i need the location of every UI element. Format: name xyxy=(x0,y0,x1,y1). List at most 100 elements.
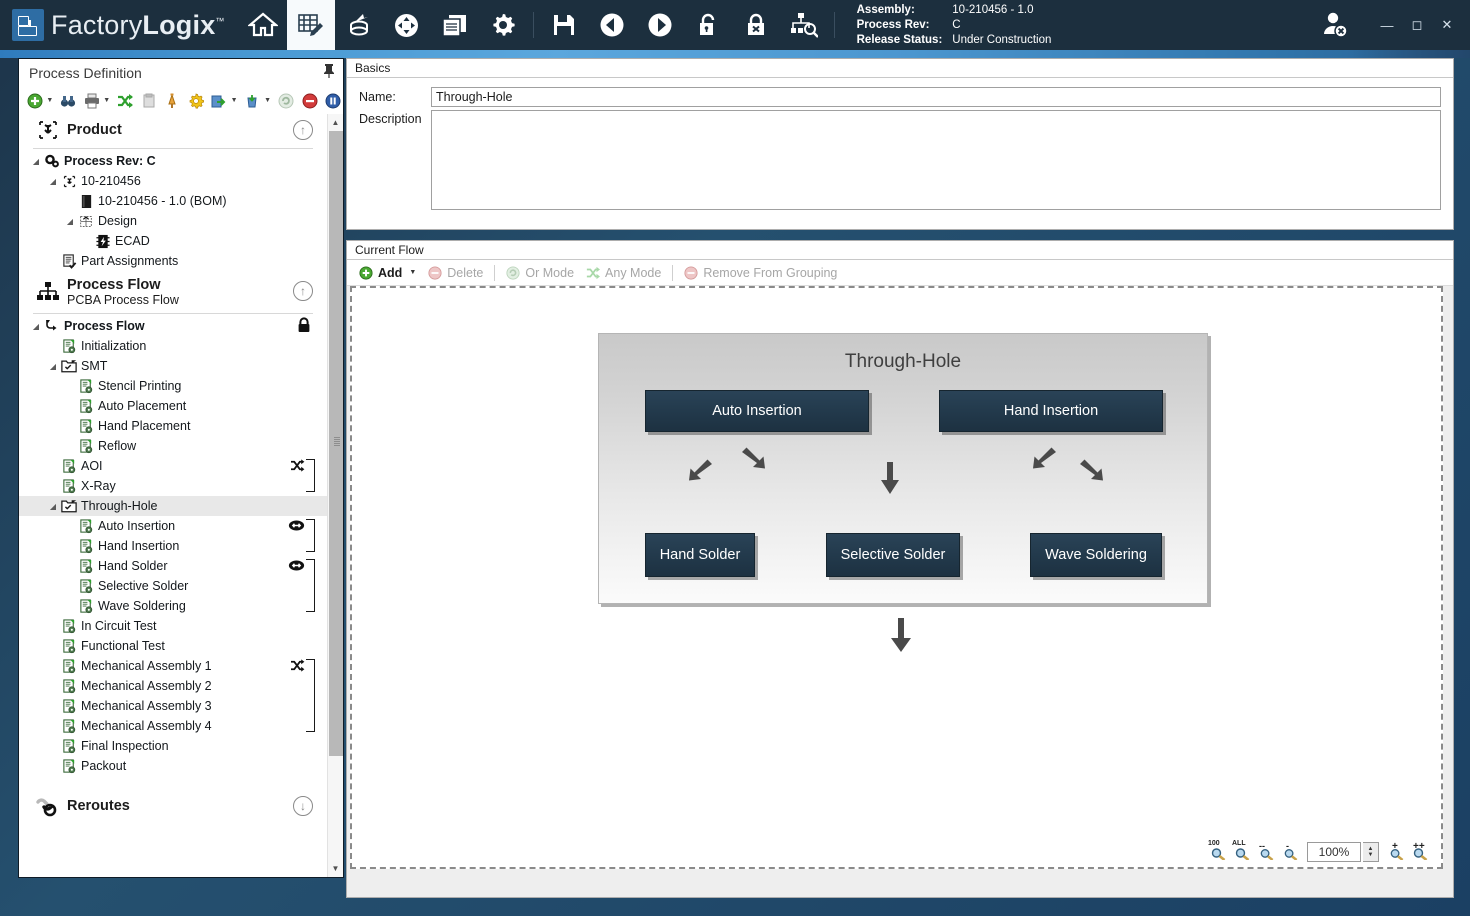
gear-yellow-icon[interactable] xyxy=(186,90,206,112)
tree-item-design[interactable]: ◢Design xyxy=(19,211,327,231)
expander-icon[interactable]: ◢ xyxy=(32,321,40,331)
zoom-in-button[interactable]: + xyxy=(1385,841,1407,863)
section-header-process-flow[interactable]: Process Flow PCBA Process Flow ↑ xyxy=(19,271,327,311)
minimize-button[interactable]: — xyxy=(1380,17,1394,33)
lock-cancel-icon[interactable] xyxy=(732,0,780,50)
expander-icon[interactable]: ◢ xyxy=(49,501,57,511)
tree-item-mechanical-assembly-2[interactable]: Mechanical Assembly 2 xyxy=(19,676,327,696)
flow-node-hand-insertion[interactable]: Hand Insertion xyxy=(939,390,1163,432)
process-search-icon[interactable] xyxy=(780,0,828,50)
pin-icon[interactable] xyxy=(323,63,335,83)
tree-item-10-210456[interactable]: ◢10-210456 xyxy=(19,171,327,191)
zoom-fit-all-button[interactable]: ALL xyxy=(1231,840,1253,863)
chevron-down-icon-add[interactable]: ▼ xyxy=(409,269,417,276)
chevron-down-icon[interactable]: ▼ xyxy=(46,97,54,104)
tree-item-wave-soldering[interactable]: Wave Soldering xyxy=(19,596,327,616)
maximize-button[interactable]: ◻ xyxy=(1411,17,1423,32)
scroll-down-arrow-icon[interactable]: ▼ xyxy=(331,864,340,873)
spinner-up-icon[interactable]: ▲ xyxy=(1367,846,1374,852)
close-button[interactable]: ✕ xyxy=(1441,17,1453,32)
zoom-spinner[interactable]: ▲▼ xyxy=(1363,842,1379,862)
tree-item-auto-placement[interactable]: Auto Placement xyxy=(19,396,327,416)
flow-node-wave-soldering[interactable]: Wave Soldering xyxy=(1030,533,1162,577)
tree-item-x-ray[interactable]: X-Ray xyxy=(19,476,327,496)
materials-icon[interactable] xyxy=(335,0,383,50)
tree-item-initialization[interactable]: Initialization xyxy=(19,336,327,356)
settings-icon[interactable] xyxy=(479,0,527,50)
import-arrow-icon[interactable] xyxy=(209,90,229,112)
flow-node-selective-solder[interactable]: Selective Solder xyxy=(826,533,960,577)
tree-item-process-rev-c[interactable]: ◢Process Rev: C xyxy=(19,151,327,171)
expander-icon[interactable]: ◢ xyxy=(66,216,74,226)
chevron-down-icon-3[interactable]: ▼ xyxy=(230,97,238,104)
zoom-100-button[interactable]: 100 xyxy=(1207,840,1229,863)
pause-blue-icon[interactable] xyxy=(323,90,343,112)
tree-item-mechanical-assembly-1[interactable]: Mechanical Assembly 1 xyxy=(19,656,327,676)
tree-item-smt[interactable]: ◢SMT xyxy=(19,356,327,376)
tree-item-hand-solder[interactable]: Hand Solder xyxy=(19,556,327,576)
zoom-level-input[interactable]: 100% xyxy=(1307,842,1361,862)
navigate-icon[interactable] xyxy=(383,0,431,50)
process-definition-icon[interactable] xyxy=(286,0,335,50)
tree-item-hand-insertion[interactable]: Hand Insertion xyxy=(19,536,327,556)
scrollbar-track[interactable] xyxy=(327,131,343,860)
add-green-circle-icon[interactable] xyxy=(25,90,45,112)
tree-item-hand-placement[interactable]: Hand Placement xyxy=(19,416,327,436)
flow-node-hand-solder[interactable]: Hand Solder xyxy=(645,533,755,577)
user-logout-icon[interactable] xyxy=(1320,10,1350,40)
refresh-grey-icon[interactable] xyxy=(276,90,296,112)
shuffle-green-icon[interactable] xyxy=(115,90,135,112)
tree-item-through-hole[interactable]: ◢Through-Hole xyxy=(19,496,327,516)
expander-icon[interactable]: ◢ xyxy=(49,176,57,186)
bell-orange-icon[interactable] xyxy=(162,90,182,112)
section-header-reroutes[interactable]: Reroutes ↓ xyxy=(19,790,327,822)
cf-any-mode-button[interactable]: Any Mode xyxy=(580,262,667,284)
zoom-out-more-button[interactable]: -- xyxy=(1255,841,1277,863)
tree-item-part-assignments[interactable]: Part Assignments xyxy=(19,251,327,271)
tree-item-reflow[interactable]: Reflow xyxy=(19,436,327,456)
tree-item-in-circuit-test[interactable]: In Circuit Test xyxy=(19,616,327,636)
section-header-product[interactable]: Product ↑ xyxy=(19,114,327,146)
tree-item-ecad[interactable]: ECAD xyxy=(19,231,327,251)
chevron-down-icon-2[interactable]: ▼ xyxy=(103,97,111,104)
description-input[interactable] xyxy=(431,110,1441,210)
stop-red-icon[interactable] xyxy=(300,90,320,112)
scroll-up-arrow-icon[interactable]: ▲ xyxy=(331,118,340,127)
save-icon[interactable] xyxy=(540,0,588,50)
zoom-in-more-button[interactable]: ++ xyxy=(1409,841,1431,863)
name-input[interactable] xyxy=(431,87,1441,107)
expander-icon[interactable]: ◢ xyxy=(49,361,57,371)
paste-grey-icon[interactable] xyxy=(139,90,159,112)
spinner-down-icon[interactable]: ▼ xyxy=(1367,852,1374,858)
tree-item-aoi[interactable]: AOI xyxy=(19,456,327,476)
home-icon[interactable] xyxy=(239,0,287,50)
cf-or-mode-button[interactable]: Or Mode xyxy=(500,262,580,284)
tree-item-mechanical-assembly-3[interactable]: Mechanical Assembly 3 xyxy=(19,696,327,716)
back-icon[interactable] xyxy=(588,0,636,50)
tree-item-10-210456-1-0-bom[interactable]: 10-210456 - 1.0 (BOM) xyxy=(19,191,327,211)
cf-remove-from-grouping-button[interactable]: Remove From Grouping xyxy=(678,262,843,284)
tree-item-stencil-printing[interactable]: Stencil Printing xyxy=(19,376,327,396)
documents-icon[interactable] xyxy=(431,0,479,50)
tree-item-process-flow[interactable]: ◢Process Flow xyxy=(19,316,327,336)
unlock-icon[interactable] xyxy=(684,0,732,50)
tree-item-packout[interactable]: Packout xyxy=(19,756,327,776)
binoculars-icon[interactable] xyxy=(58,90,78,112)
zoom-out-button[interactable]: - xyxy=(1279,841,1301,863)
forward-icon[interactable] xyxy=(636,0,684,50)
tree-item-selective-solder[interactable]: Selective Solder xyxy=(19,576,327,596)
export-bucket-icon[interactable] xyxy=(243,90,263,112)
down-circle-icon[interactable]: ↓ xyxy=(293,796,313,816)
cf-delete-button[interactable]: Delete xyxy=(422,262,489,284)
tree-item-functional-test[interactable]: Functional Test xyxy=(19,636,327,656)
tree-item-auto-insertion[interactable]: Auto Insertion xyxy=(19,516,327,536)
chevron-down-icon-4[interactable]: ▼ xyxy=(264,97,271,104)
up-circle-icon[interactable]: ↑ xyxy=(293,120,313,140)
scrollbar-thumb[interactable] xyxy=(328,131,343,756)
up-circle-icon-2[interactable]: ↑ xyxy=(293,281,313,301)
printer-icon[interactable] xyxy=(82,90,102,112)
cf-add-button[interactable]: Add ▼ xyxy=(353,262,422,284)
tree-scrollbar[interactable]: ▲ ▼ xyxy=(327,114,343,877)
